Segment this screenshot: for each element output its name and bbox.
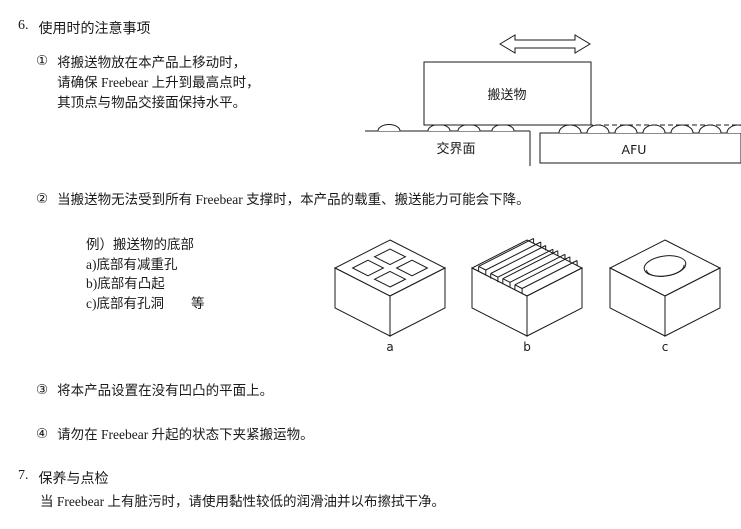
note-1-marker: ①: [36, 53, 49, 68]
note-1-text: 将搬送物放在本产品上移动时， 请确保 Freebear 上升到最高点时， 其顶点…: [57, 53, 259, 113]
afu-label: AFU: [622, 142, 647, 157]
slide-arrow-icon: [499, 34, 591, 54]
bottom-shape-figures: a b c: [333, 237, 722, 354]
example-item-a: a)底部有减重孔: [86, 256, 178, 272]
note-1: ① 将搬送物放在本产品上移动时， 请确保 Freebear 上升到最高点时， 其…: [36, 53, 260, 113]
example-item-c: c)底部有孔洞 等: [86, 295, 205, 311]
figure-c-oval-hole: [643, 255, 687, 277]
section-7-title: 保养与点检: [38, 472, 109, 487]
note-2-text: 当搬送物无法受到所有 Freebear 支撑时，本产品的载重、搬送能力可能会下降…: [57, 192, 530, 207]
note-3-text: 将本产品设置在没有凹凸的平面上。: [57, 383, 274, 398]
note-4-marker: ④: [36, 426, 49, 441]
afu-freebear-rollers: [558, 124, 741, 134]
section-6-title: 使用时的注意事项: [38, 22, 151, 37]
note-1-line-1: 将搬送物放在本产品上移动时，: [57, 55, 247, 70]
section-7-number: 7.: [18, 468, 29, 483]
figure-c-label: c: [662, 340, 669, 354]
load-box: [423, 61, 592, 126]
afu-unit-box: [539, 132, 741, 164]
load-label: 搬送物: [487, 87, 526, 102]
example-title: 例）搬送物的底部: [86, 237, 194, 252]
level-diagram: 搬送物 AFU 交界面: [365, 34, 741, 166]
section-7-heading: 7. 保养与点检: [18, 468, 109, 488]
figure-b-ribs: [478, 237, 578, 294]
figure-a-label: a: [386, 340, 393, 354]
figure-c-drawing: c: [608, 239, 722, 354]
figure-b-drawing: b: [470, 237, 584, 354]
example-block: 例）搬送物的底部 a)底部有减重孔 b)底部有凸起 c)底部有孔洞 等: [86, 235, 205, 313]
note-4: ④ 请勿在 Freebear 升起的状态下夹紧搬运物。: [36, 426, 314, 444]
figure-a-drawing: a: [333, 239, 447, 354]
example-item-b: b)底部有凸起: [86, 276, 165, 292]
note-3: ③ 将本产品设置在没有凹凸的平面上。: [36, 382, 273, 400]
note-1-line-2: 请确保 Freebear 上升到最高点时，: [57, 75, 260, 90]
note-1-line-3: 其顶点与物品交接面保持水平。: [57, 95, 247, 110]
section-7-body: 当 Freebear 上有脏污时，请使用黏性较低的润滑油并以布擦拭干净。: [40, 494, 445, 509]
note-2-marker: ②: [36, 191, 49, 206]
interface-label: 交界面: [436, 141, 475, 156]
section-6-heading: 6. 使用时的注意事项: [18, 18, 151, 38]
note-3-marker: ③: [36, 382, 49, 397]
note-2: ② 当搬送物无法受到所有 Freebear 支撑时，本产品的载重、搬送能力可能会…: [36, 191, 530, 209]
note-4-text: 请勿在 Freebear 升起的状态下夹紧搬运物。: [57, 427, 314, 442]
figure-b-label: b: [523, 340, 531, 354]
section-6-number: 6.: [18, 18, 29, 33]
